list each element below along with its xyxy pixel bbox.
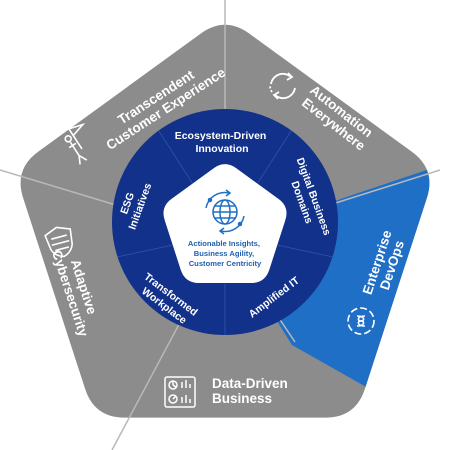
inner-ring-dividers [117,130,333,335]
inner-segment-ecosystem[interactable]: Ecosystem-Driven Innovation [175,130,270,155]
ring-divider [158,130,193,184]
inner-label-ecosystem: Ecosystem-Driven Innovation [175,130,270,155]
flag-person-icon [64,122,88,165]
outer-segment-data-driven[interactable]: Data-Driven Business [164,376,292,408]
ring-divider [277,244,333,258]
shield-icon [44,226,73,258]
dashboard-charts-icon [164,376,196,408]
devops-cycle-icon [347,307,375,335]
center-label: Actionable Insights, Business Agility, C… [188,239,262,268]
ring-divider [117,244,173,258]
outer-label-data-driven: Data-Driven Business [212,376,292,406]
circular-arrows-icon [269,72,296,100]
ring-divider [257,130,292,184]
globe-arrows-icon [205,189,245,235]
